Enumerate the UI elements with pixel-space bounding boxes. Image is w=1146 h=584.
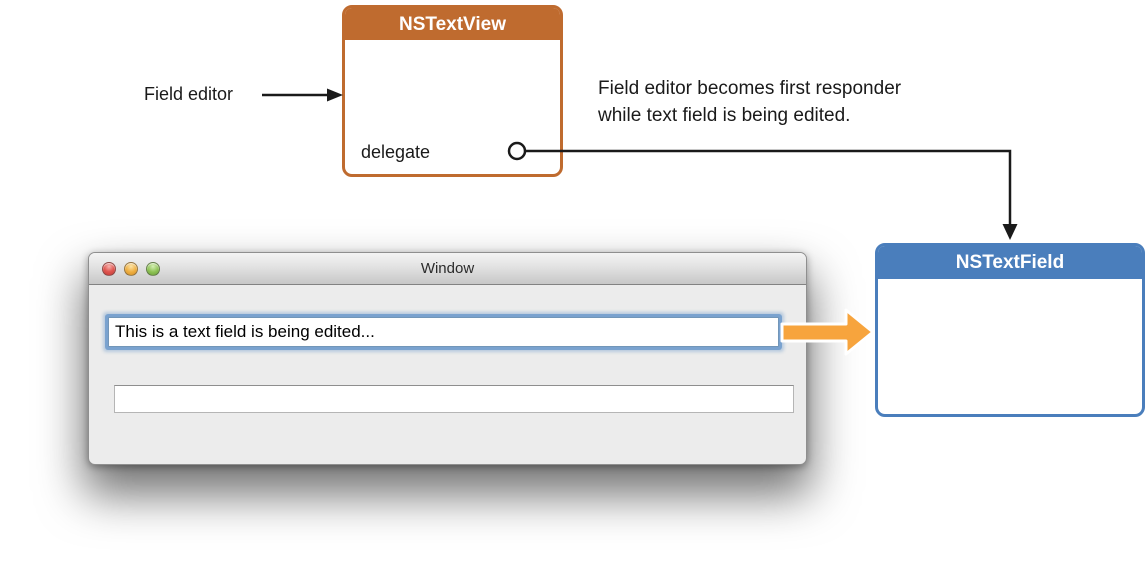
zoom-button-icon[interactable] <box>146 262 160 276</box>
annotation-line-2: while text field is being edited. <box>598 105 851 126</box>
window-title: Window <box>420 260 475 277</box>
empty-text-field[interactable] <box>114 385 794 413</box>
annotation-line-1: Field editor becomes first responder <box>598 78 902 99</box>
close-button-icon[interactable] <box>102 262 116 276</box>
field-editor-arrowhead-icon <box>327 88 343 102</box>
delegate-arrowhead-icon <box>1002 224 1018 240</box>
nstextfield-title: NSTextField <box>878 246 1142 281</box>
nstextview-title: NSTextView <box>345 8 560 42</box>
text-field-being-edited[interactable] <box>108 317 779 347</box>
nstextview-box: NSTextView delegate <box>342 5 563 177</box>
mac-window: Window <box>88 252 807 465</box>
field-editor-arrow <box>262 88 343 102</box>
annotation-text: Field editor becomes first responder whi… <box>598 75 901 129</box>
delegate-port-label: delegate <box>361 142 431 162</box>
minimize-button-icon[interactable] <box>124 262 138 276</box>
field-editor-label: Field editor <box>144 84 234 104</box>
nstextfield-box: NSTextField <box>875 243 1145 417</box>
window-titlebar: Window <box>89 253 806 285</box>
traffic-lights <box>102 262 160 276</box>
delegate-connector <box>507 141 1018 240</box>
